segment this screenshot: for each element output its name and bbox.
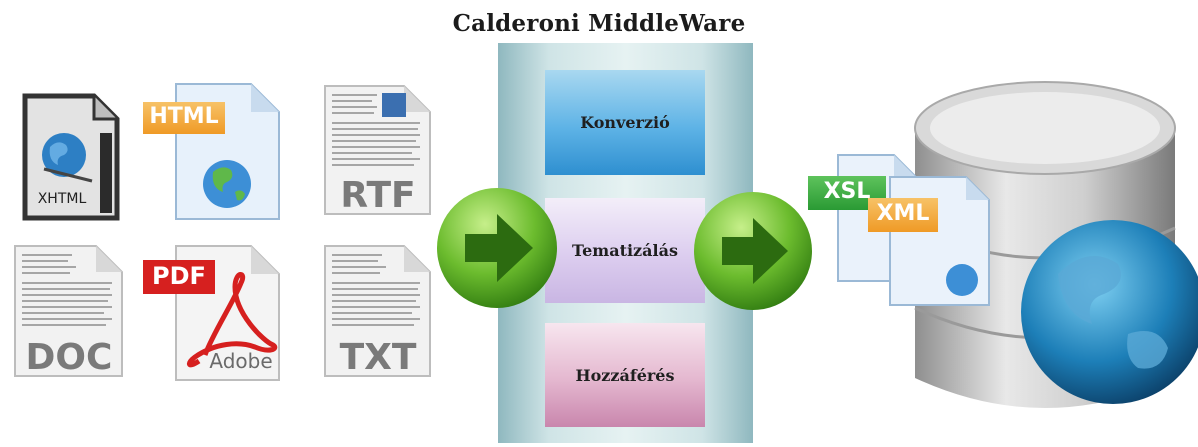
rtf-file-icon: RTF <box>322 83 434 217</box>
html-file-icon: HTML <box>143 80 283 222</box>
xml-file-icon: XML <box>868 174 992 308</box>
html-tag <box>143 102 225 134</box>
xhtml-file-icon: XHTML <box>22 93 120 221</box>
step-hozzaferes: Hozzáférés <box>545 323 705 427</box>
xhtml-label: XHTML <box>37 191 87 207</box>
globe-icon <box>1018 214 1198 418</box>
doc-file-icon: DOC <box>12 243 126 379</box>
rtf-label: RTF <box>340 175 416 216</box>
step-tematizalas: Tematizálás <box>545 198 705 303</box>
txt-label: TXT <box>339 337 417 378</box>
pdf-file-icon: PDF Adobe <box>143 243 283 383</box>
doc-label: DOC <box>25 337 113 378</box>
step-konverzio: Konverzió <box>545 70 705 175</box>
pdf-label: PDF <box>152 262 206 290</box>
html-label: HTML <box>149 104 219 129</box>
adobe-label: Adobe <box>209 349 273 373</box>
txt-file-icon: TXT <box>322 243 434 379</box>
arrow-right-icon <box>435 186 559 314</box>
xml-tag <box>868 198 938 232</box>
diagram-title: Calderoni MiddleWare <box>452 10 746 37</box>
xsl-label: XSL <box>823 179 871 204</box>
arrow-right-icon <box>692 190 814 316</box>
pdf-tag <box>143 260 215 294</box>
xml-label: XML <box>876 201 930 226</box>
